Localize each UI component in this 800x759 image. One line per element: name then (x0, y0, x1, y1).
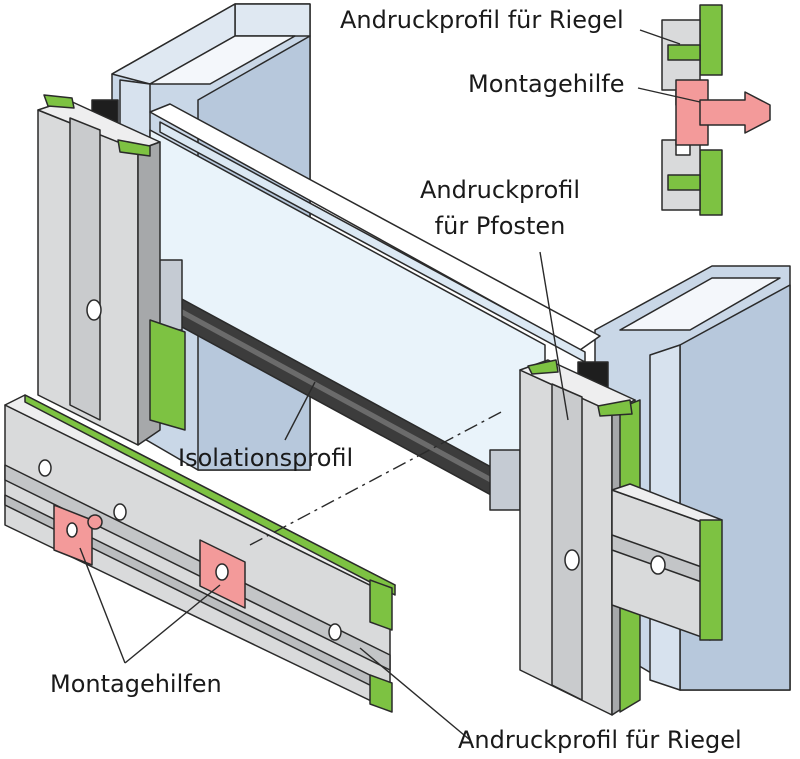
label-andruckprofil-riegel-top: Andruckprofil für Riegel (340, 6, 624, 34)
montagehilfe-pink-1 (53, 504, 103, 566)
leader-montagehilfe-1 (79, 547, 126, 664)
leader-riegel-top (639, 29, 681, 45)
leader-isolationsprofil (284, 381, 316, 441)
detail-inset (661, 4, 771, 216)
label-montagehilfe: Montagehilfe (468, 70, 625, 98)
bottom-andruckprofil-riegel (4, 394, 396, 713)
leader-riegel-bottom (359, 647, 471, 741)
left-andruckprofil-pfosten (37, 94, 186, 446)
leader-montagehilfe (637, 87, 701, 103)
montagehilfe-pink-2 (199, 539, 246, 609)
leader-lines (79, 29, 701, 741)
label-isolationsprofil: Isolationsprofil (178, 444, 354, 472)
right-andruckprofil-riegel (611, 483, 723, 641)
label-andruckprofil-riegel-bottom: Andruckprofil für Riegel (458, 726, 742, 754)
leader-pfosten (539, 251, 569, 421)
isolationsprofil-strip (154, 259, 521, 511)
label-montagehilfen: Montagehilfen (50, 670, 222, 698)
label-andruckprofil-pfosten-2: für Pfosten (434, 212, 566, 240)
leader-montagehilfe-2 (124, 584, 221, 664)
label-andruckprofil-pfosten-1: Andruckprofil (419, 176, 581, 204)
assembly-axis-line (249, 409, 506, 546)
